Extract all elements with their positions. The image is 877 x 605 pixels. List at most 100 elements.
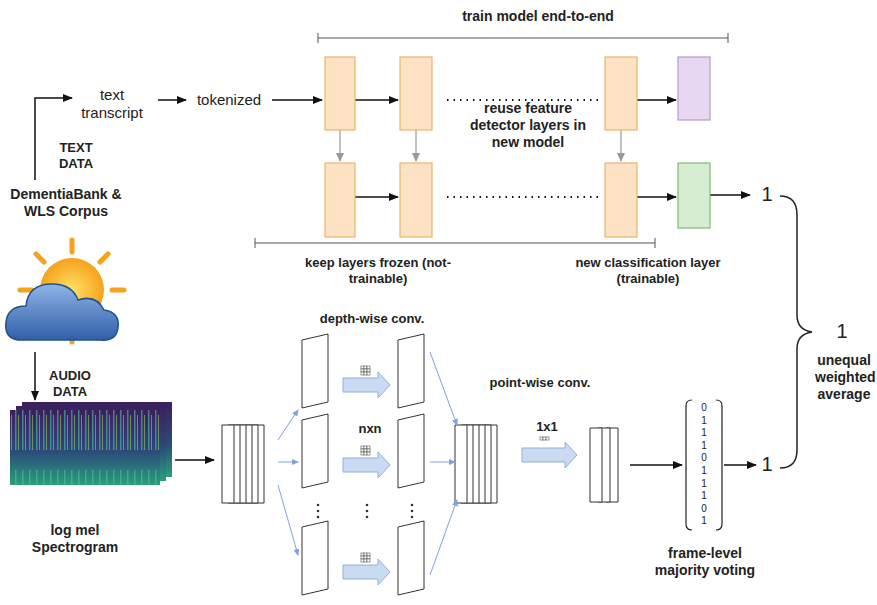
arrow-part — [637, 99, 676, 101]
vector-value: 0 — [697, 503, 711, 515]
data-label: TEXT DATA — [41, 140, 111, 171]
kernel-cell — [364, 369, 367, 372]
kernel-icon — [361, 366, 549, 562]
split-line-part — [278, 485, 298, 555]
kernel-cell — [364, 372, 367, 375]
layer-box-part — [400, 57, 432, 130]
kernel-cell — [361, 452, 364, 455]
feature-map-stack-part — [302, 334, 424, 595]
spectrogram-part — [10, 410, 160, 485]
kernel-cell — [361, 366, 364, 369]
vector-bracket — [686, 400, 722, 530]
reuse-arrow-part — [339, 130, 340, 161]
kernel-cell — [361, 372, 364, 375]
kernel-cell — [546, 437, 549, 440]
kernel-cell — [367, 449, 370, 452]
vertical-dots-part — [366, 516, 369, 519]
split-line-part — [278, 462, 298, 463]
vector-value: 1 — [697, 465, 711, 477]
kernel-cell — [364, 556, 367, 559]
feature-map — [398, 334, 424, 408]
annotation: reuse feature detector layers in new mod… — [458, 100, 598, 150]
kernel-cell — [361, 553, 364, 556]
output-value: 1 — [757, 182, 777, 206]
feature-map — [398, 521, 424, 595]
spectrogram-part — [10, 410, 160, 485]
feature-map-stack-part — [222, 425, 264, 503]
kernel-cell — [361, 559, 364, 562]
kernel-cell — [361, 369, 364, 372]
feature-map — [302, 334, 328, 408]
layer-box — [325, 57, 710, 237]
dotted-line — [447, 100, 598, 197]
kernel-cell — [364, 559, 367, 562]
layer-label: point-wise conv. — [475, 375, 605, 391]
arrow-part — [630, 464, 682, 466]
vector-value: 0 — [697, 402, 711, 414]
arrow-part — [175, 459, 214, 461]
vertical-dots-part — [317, 504, 320, 507]
arrow-part — [355, 99, 398, 101]
conv-arrow-part — [343, 559, 390, 585]
kernel-cell — [364, 553, 367, 556]
vertical-dots — [317, 504, 414, 519]
feature-map — [222, 425, 234, 503]
kernel-cell — [367, 372, 370, 375]
conv-arrow-part — [343, 452, 390, 478]
feature-map-stack — [222, 334, 618, 595]
vertical-dots-part — [411, 510, 414, 513]
annotation: frame-level majority voting — [640, 545, 770, 579]
feature-map — [455, 425, 467, 503]
layer-label: depth-wise conv. — [302, 311, 442, 327]
vertical-dots-part — [411, 516, 414, 519]
feature-map-stack-part — [455, 425, 497, 503]
kernel-cell — [364, 449, 367, 452]
corpus-label: DementiaBank & WLS Corpus — [3, 186, 129, 220]
dotted-line-part — [447, 196, 598, 198]
vertical-dots-part — [411, 504, 414, 507]
arrow-part — [272, 99, 322, 101]
layer-box-part — [605, 57, 637, 130]
spectrogram — [10, 402, 172, 485]
kernel-cell — [364, 452, 367, 455]
bracket-part — [780, 196, 812, 468]
kernel-cell — [367, 366, 370, 369]
kernel-cell — [367, 446, 370, 449]
bracket-part — [318, 33, 728, 43]
layer-box-part — [325, 163, 355, 237]
data-label: text transcript — [72, 86, 152, 122]
arrow-part — [724, 464, 756, 466]
split-line-part — [430, 500, 457, 575]
vector-bracket-part — [686, 400, 692, 530]
reuse-arrow-part — [620, 130, 621, 161]
layer-box-part — [605, 163, 637, 237]
feature-map-stack-part — [590, 428, 618, 502]
feature-map — [302, 521, 328, 595]
annotation: keep layers frozen (not-trainable) — [288, 255, 468, 286]
data-label: log mel Spectrogram — [20, 522, 130, 556]
arrow-part — [158, 99, 186, 101]
reuse-arrow-part — [415, 130, 416, 161]
feature-map — [590, 428, 602, 502]
layer-box-part — [400, 163, 432, 237]
vector-value: 1 — [697, 478, 711, 490]
weather-icon — [6, 240, 124, 342]
annotation: unequal weighted average — [815, 352, 873, 402]
vector-value: 1 — [697, 415, 711, 427]
bracket-part — [255, 238, 655, 248]
vector-value: 0 — [697, 452, 711, 464]
data-label: tokenized — [187, 91, 271, 109]
feature-map — [302, 414, 328, 488]
kernel-label: 1x1 — [527, 419, 567, 435]
vector-value: 1 — [697, 440, 711, 452]
section-title: train model end-to-end — [408, 8, 668, 25]
vertical-dots-part — [317, 510, 320, 513]
kernel-cell — [367, 559, 370, 562]
layer-box-part — [325, 57, 355, 130]
output-value: 1 — [757, 452, 777, 476]
arrow-part — [34, 352, 36, 400]
annotation: new classification layer (trainable) — [568, 255, 728, 286]
kernel-cell — [367, 556, 370, 559]
split-line-part — [430, 462, 455, 463]
arrow-part — [710, 194, 750, 196]
